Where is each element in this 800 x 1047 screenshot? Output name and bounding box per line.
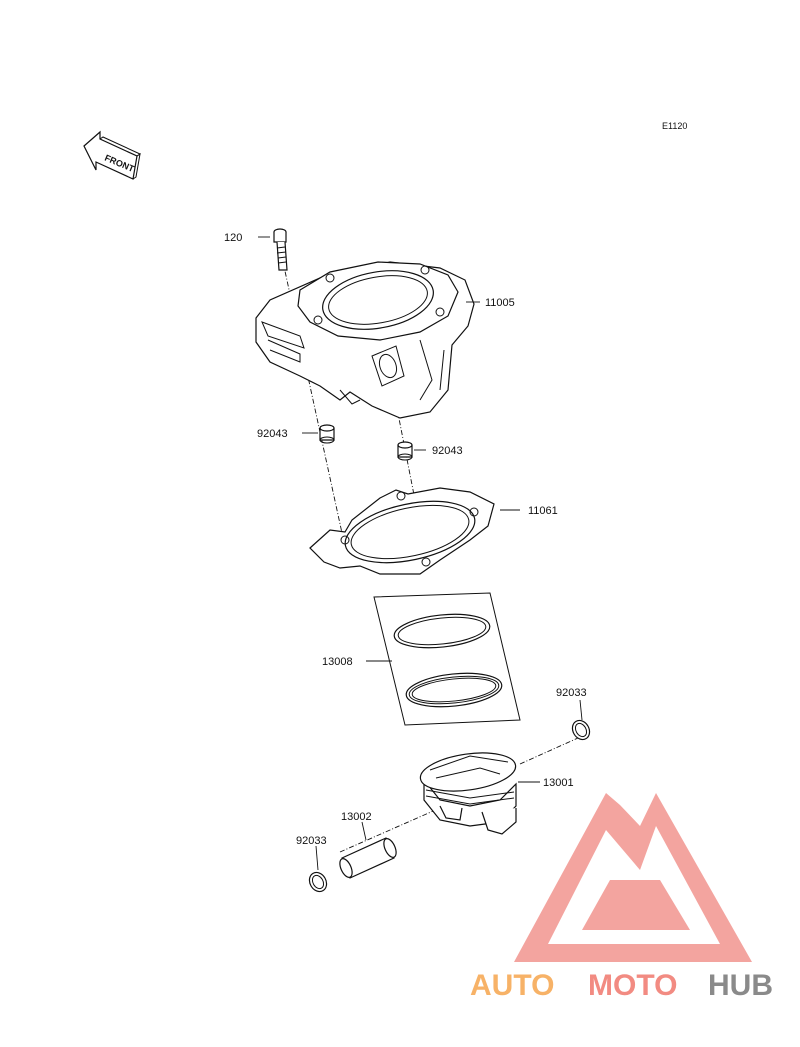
dowel-left (319, 424, 335, 444)
callout-dowel-left: 92043 (257, 428, 288, 440)
watermark-hub: HUB (708, 969, 773, 1002)
piston-pin-clip-top (571, 719, 591, 741)
cylinder-base-gasket (309, 487, 495, 575)
dowel-right (397, 441, 413, 461)
cylinder (255, 261, 475, 419)
bolt (273, 228, 288, 271)
piston-pin (339, 837, 397, 879)
callout-clip-top: 92033 (556, 687, 587, 699)
watermark-text: AUTO MOTO HUB (470, 969, 773, 1002)
piston-pin-clip-bottom (308, 871, 328, 893)
watermark-moto: MOTO (588, 969, 677, 1002)
callout-gasket: 11061 (528, 505, 558, 517)
watermark-auto: AUTO (470, 969, 554, 1002)
callout-ring-set: 13008 (322, 656, 353, 668)
callout-piston: 13001 (543, 777, 574, 789)
callout-bolt: 120 (224, 232, 242, 244)
callout-dowel-right: 92043 (432, 445, 463, 457)
piston-ring-set (373, 592, 521, 726)
watermark-logo-icon (514, 793, 752, 962)
callout-clip-bottom: 92033 (296, 835, 327, 847)
reference-code: E1120 (662, 121, 687, 131)
callout-cylinder: 11005 (485, 297, 515, 309)
front-arrow-icon: FRONT (83, 130, 142, 180)
piston (419, 752, 517, 835)
callout-pin: 13002 (341, 811, 372, 823)
